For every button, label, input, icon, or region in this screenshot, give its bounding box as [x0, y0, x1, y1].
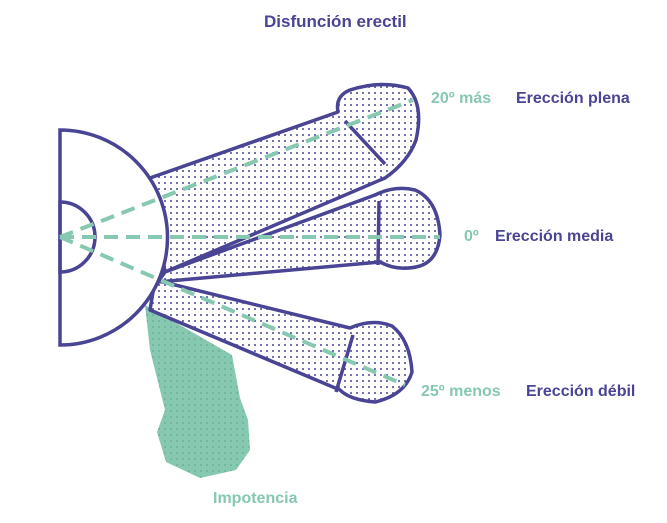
- flaccid-label: Impotencia: [213, 490, 298, 507]
- medium-glans-line: [376, 200, 381, 266]
- full-erection-shape: [148, 82, 421, 274]
- weak-erection-shape: [148, 278, 414, 404]
- angle-label-medium: 0º: [464, 228, 479, 245]
- full-glans-line: [343, 119, 387, 166]
- angle-line-weak: [59, 235, 406, 387]
- angle-line-full: [59, 98, 414, 239]
- angle-label-weak: 25º menos: [421, 383, 501, 400]
- level-label-full: Erección plena: [516, 90, 630, 107]
- weak-glans-line: [334, 334, 355, 393]
- angle-label-full: 20º más: [431, 90, 492, 107]
- flaccid-shape: [145, 305, 250, 478]
- level-label-medium: Erección media: [495, 228, 614, 245]
- level-label-weak: Erección débil: [526, 383, 636, 400]
- small-semicircle: [58, 200, 97, 274]
- diagram-title: Disfunción erectil: [264, 12, 407, 31]
